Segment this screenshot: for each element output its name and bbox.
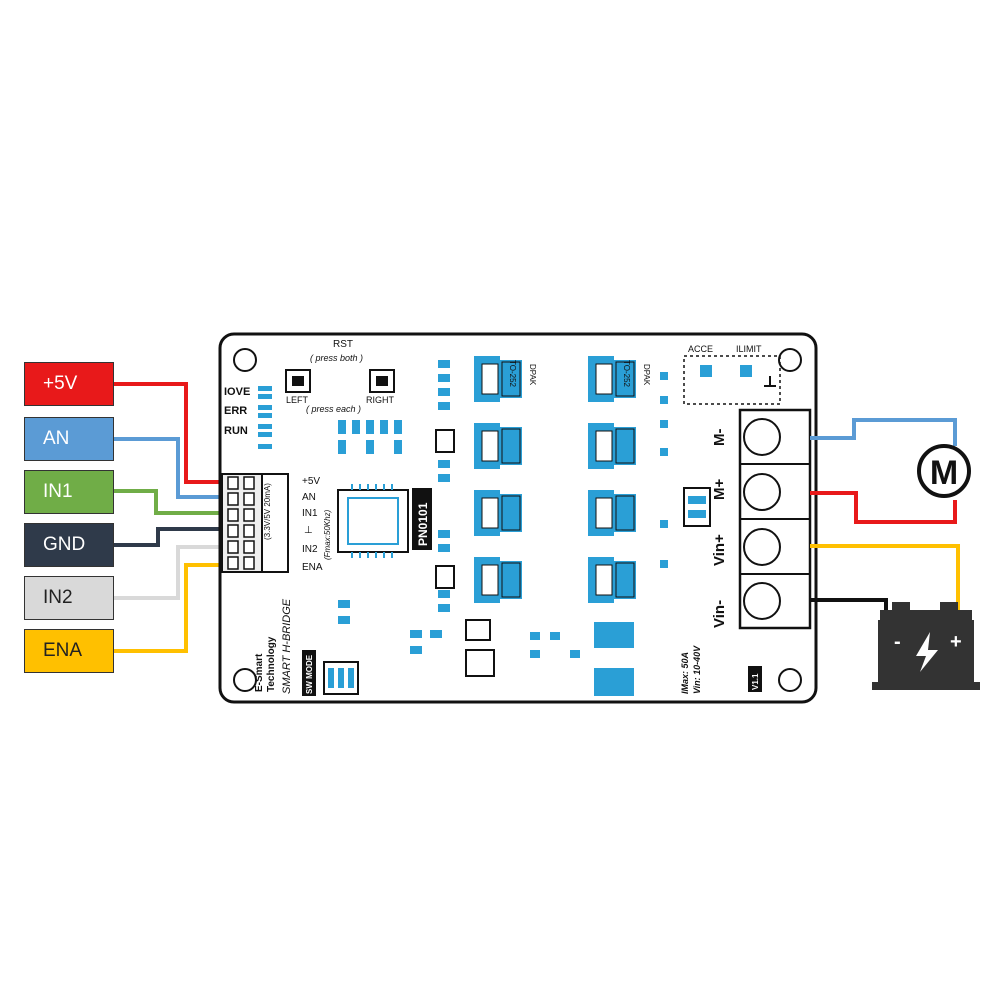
version-badge: V1.1	[748, 666, 762, 692]
dip-switch[interactable]	[323, 661, 359, 695]
version-label: V1.1	[751, 673, 760, 690]
terminal-screw-1	[743, 418, 781, 456]
pin-label-ena: ENA	[24, 629, 114, 673]
press-each-label: ( press each )	[306, 404, 361, 414]
mounting-holes	[233, 348, 802, 692]
terminal-label-m-plus: M+	[711, 479, 728, 500]
pin-label-in2: IN2	[24, 576, 114, 620]
mosfet-7	[588, 490, 636, 536]
wire-battery-minus	[810, 598, 888, 618]
battery-icon: - +	[872, 602, 980, 690]
wire-battery-plus	[810, 544, 960, 618]
motor-symbol: M	[917, 444, 971, 498]
lightning-icon	[916, 632, 938, 672]
battery-plus-label: +	[950, 631, 962, 653]
header-pin-an: AN	[302, 492, 316, 503]
small-ics	[435, 429, 495, 677]
mosfet-array	[474, 356, 636, 603]
mosfet-1-type: DPAK	[528, 364, 537, 386]
pin-label-in1: IN1	[24, 470, 114, 514]
terminal-block	[738, 408, 812, 630]
header-pin-ena: ENA	[302, 562, 323, 573]
right-button-label: RIGHT	[366, 395, 395, 405]
wire-in2	[114, 545, 230, 600]
press-both-label: ( press both )	[310, 353, 363, 363]
mosfet-6	[588, 423, 636, 469]
header-connector	[221, 473, 289, 573]
signal-wires	[114, 382, 230, 653]
microcontroller-chip	[337, 484, 409, 558]
ilimit-label: ILIMIT	[736, 344, 762, 354]
motor-label: M	[930, 454, 958, 492]
mosfet-4	[474, 557, 522, 603]
chip-label: PN0101	[416, 502, 430, 546]
smd-components	[338, 360, 752, 658]
led-label-run: RUN	[224, 425, 248, 437]
sw-mode-block: SW MODE	[302, 650, 316, 696]
mosfet-5	[588, 356, 636, 402]
wire-ena	[114, 563, 230, 653]
brand-line-1: E-Smart	[254, 653, 265, 692]
terminal-label-vin-minus: Vin-	[711, 600, 728, 628]
sw-mode-label: SW MODE	[305, 654, 314, 694]
mosfet-5-pkg: TO-252	[622, 360, 631, 388]
spec-imax: IMax: 50A	[680, 652, 690, 694]
brand-line-2: Technology	[266, 636, 277, 692]
terminal-label-vin-plus: Vin+	[711, 534, 728, 566]
mosfet-5-type: DPAK	[642, 364, 651, 386]
left-button[interactable]	[285, 369, 311, 393]
header-pin-gnd: ⊥	[304, 525, 313, 536]
header-pin-in2: IN2	[302, 544, 318, 555]
pin-label-5v: +5V	[24, 362, 114, 406]
spec-vin: Vin: 10-40V	[692, 645, 702, 694]
mosfet-3	[474, 490, 522, 536]
pin-label-gnd: GND	[24, 523, 114, 567]
led-label-iove: IOVE	[224, 386, 250, 398]
terminal-screw-4	[743, 582, 781, 620]
wire-an	[114, 437, 230, 499]
terminal-screw-3	[743, 528, 781, 566]
wire-5v	[114, 382, 230, 484]
battery-minus-label: -	[894, 631, 901, 653]
power-inductor	[594, 622, 634, 696]
wire-gnd	[114, 527, 230, 547]
protection-diode	[683, 487, 711, 527]
header-pin-5v: +5V	[302, 476, 320, 487]
mosfet-1	[474, 356, 522, 402]
terminal-screw-2	[743, 473, 781, 511]
brand-title: SMART H-BRIDGE	[281, 598, 293, 694]
wire-motor-bottom	[810, 491, 957, 524]
pin-label-an: AN	[24, 417, 114, 461]
pot-area	[683, 355, 781, 405]
mosfet-labels: DPAK TO-252 DPAK TO-252	[508, 360, 651, 388]
led-label-err: ERR	[224, 405, 247, 417]
vref-label: (3.3V/5V 20mA)	[263, 483, 272, 540]
wire-in1	[114, 489, 230, 515]
mosfet-2	[474, 423, 522, 469]
terminal-label-m-minus: M-	[711, 429, 728, 447]
brand-logo: E-Smart Technology SMART H-BRIDGE	[254, 598, 293, 694]
wire-motor-top	[810, 418, 957, 446]
right-button[interactable]	[369, 369, 395, 393]
left-button-label: LEFT	[286, 395, 309, 405]
mosfet-1-pkg: TO-252	[508, 360, 517, 388]
rst-label: RST	[333, 339, 353, 350]
acce-label: ACCE	[688, 344, 713, 354]
header-pin-labels: +5V AN IN1 ⊥ IN2 ENA	[302, 476, 323, 573]
status-led-pads	[258, 386, 272, 449]
terminal-labels: M- M+ Vin+ Vin-	[711, 429, 728, 629]
fmax-label: (Fmax:50Khz)	[323, 509, 332, 560]
mosfet-8	[588, 557, 636, 603]
chip-label-box: PN0101	[412, 488, 432, 550]
header-pin-in1: IN1	[302, 508, 318, 519]
ground-symbol-icon	[764, 376, 776, 387]
